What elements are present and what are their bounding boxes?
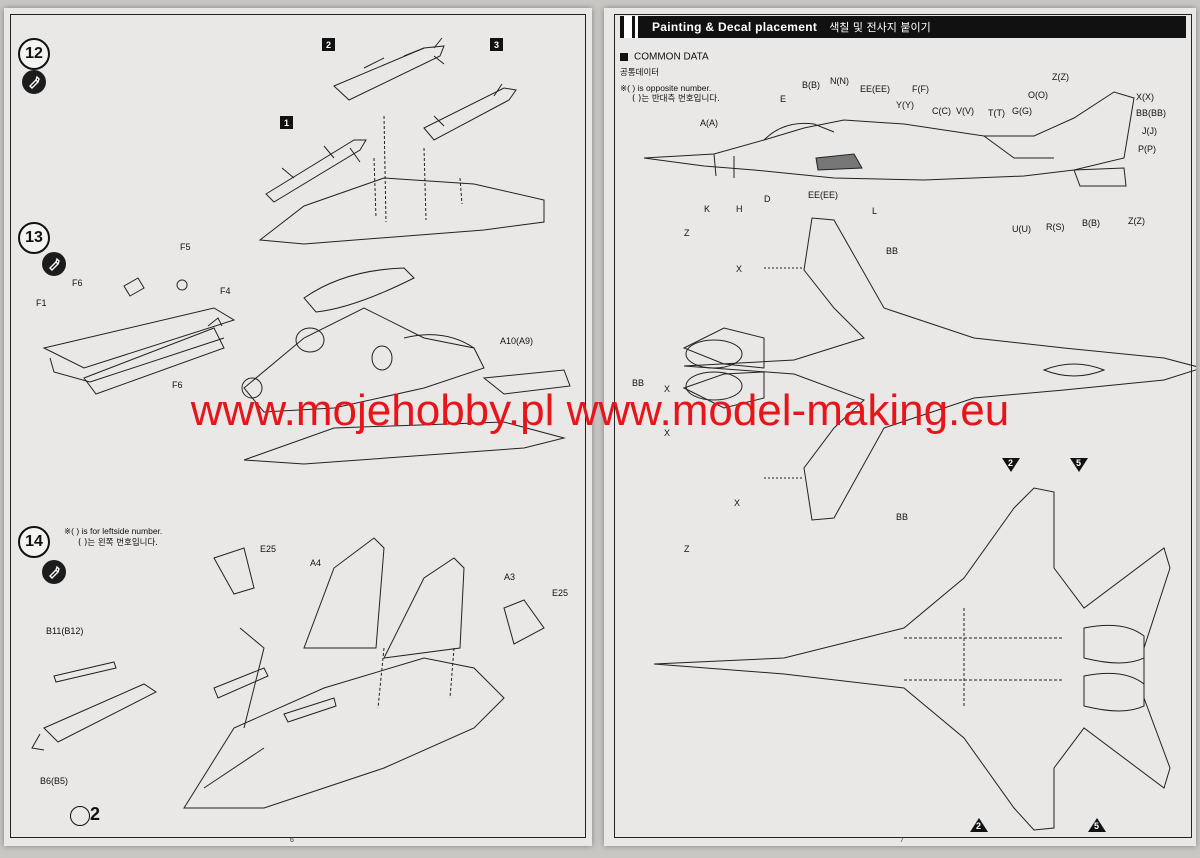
decal-label: Y(Y) (896, 100, 914, 110)
part-group-badge: 2 (322, 38, 335, 51)
section-subtitle: 색칠 및 전사지 붙이기 (829, 21, 931, 34)
decal-label: B(B) (1082, 218, 1100, 228)
decal-label: Z(Z) (1052, 72, 1069, 82)
decal-label: BB (632, 378, 645, 388)
decal-marker (970, 818, 988, 832)
part-label: F6 (72, 278, 83, 288)
decal-marker-number: 2 (1008, 458, 1014, 468)
decal-label: T(T) (988, 108, 1005, 118)
note-text: ※( ) is opposite number. (620, 83, 712, 93)
decal-label: X (664, 384, 671, 394)
cement-icon (22, 70, 46, 94)
common-data-heading-kr: 공통데이터 (620, 68, 660, 78)
page-number: 7 (900, 837, 904, 844)
decal-label: U(U) (1012, 224, 1031, 234)
part-label: A10(A9) (500, 336, 534, 346)
part-label: A3 (504, 572, 516, 582)
decal-label: V(V) (956, 106, 974, 116)
assembly-drawings (31, 37, 571, 809)
part-label: F5 (180, 242, 191, 252)
page-frame (614, 14, 1192, 838)
step-number: 12 (18, 38, 50, 70)
page-number: 6 (290, 837, 294, 844)
page-frame (10, 14, 586, 838)
decal-label: R(S) (1046, 222, 1065, 232)
step-number: 13 (18, 222, 50, 254)
decal-label: F(F) (912, 84, 929, 94)
decal-label: Z(Z) (1128, 216, 1145, 226)
part-label: F1 (36, 298, 47, 308)
decal-label: X (736, 264, 743, 274)
decal-label: J(J) (1142, 126, 1157, 136)
decal-label: B(B) (802, 80, 820, 90)
decal-label: K (704, 204, 711, 214)
decal-label: X(X) (1136, 92, 1154, 102)
decal-label: X (664, 428, 671, 438)
part-label: E25 (260, 544, 277, 554)
decal-label: D (764, 194, 771, 204)
aircraft-views (643, 91, 1196, 831)
decal-marker-number: 2 (976, 821, 982, 831)
decal-icon (70, 806, 90, 826)
decal-marker-number: 5 (1076, 458, 1082, 468)
decal-marker (1088, 818, 1106, 832)
cement-icon (42, 252, 66, 276)
common-data-heading: COMMON DATA (634, 51, 709, 63)
decal-label: BB (896, 512, 909, 522)
decal-marker-number: 5 (1094, 821, 1100, 831)
step-number: 14 (18, 526, 50, 558)
decal-reference: 2 (90, 804, 101, 824)
decal-label: P(P) (1138, 144, 1156, 154)
decal-label: Z (684, 228, 690, 238)
decal-label: EE(EE) (860, 84, 891, 94)
decal-label: BB(BB) (1136, 108, 1167, 118)
part-label: F4 (220, 286, 231, 296)
part-label: F6 (172, 380, 183, 390)
decal-label: L (872, 206, 878, 216)
decal-label: E (780, 94, 787, 104)
note-text: ( )는 반대측 번호입니다. (632, 94, 720, 104)
instruction-page-left: 12 2 3 1 13 F5 F6 F4 F1 F6 A10(A9) 14 ※(… (4, 8, 592, 846)
decal-marker (1002, 458, 1020, 472)
common-data-block: COMMON DATA 공통데이터 ※( ) is opposite numbe… (620, 48, 720, 104)
decal-label: O(O) (1028, 90, 1048, 100)
decal-label: BB (886, 246, 899, 256)
decal-marker (1070, 458, 1088, 472)
part-group-badge: 3 (490, 38, 503, 51)
decal-label: N(N) (830, 76, 849, 86)
part-label: A4 (310, 558, 322, 568)
decal-label: H (736, 204, 743, 214)
decal-label: C(C) (932, 106, 951, 116)
part-label: B11(B12) (46, 626, 84, 636)
instruction-page-right: Painting & Decal placement 색칠 및 전사지 붙이기 … (604, 8, 1196, 846)
note-text: ※( ) is for leftside number. (64, 526, 163, 536)
note-text: ( )는 왼쪽 번호입니다. (78, 538, 159, 548)
section-title: Painting & Decal placement (652, 20, 818, 34)
decal-label: Z (684, 544, 690, 554)
cement-icon (42, 560, 66, 584)
decal-label: A(A) (700, 118, 718, 128)
part-group-badge: 1 (280, 116, 293, 129)
decal-label: G(G) (1012, 106, 1032, 116)
section-header: Painting & Decal placement 색칠 및 전사지 붙이기 (620, 16, 1186, 38)
part-label: E25 (552, 588, 569, 598)
part-label: B6(B5) (40, 776, 69, 786)
decal-label: EE(EE) (808, 190, 839, 200)
decal-label: X (734, 498, 741, 508)
